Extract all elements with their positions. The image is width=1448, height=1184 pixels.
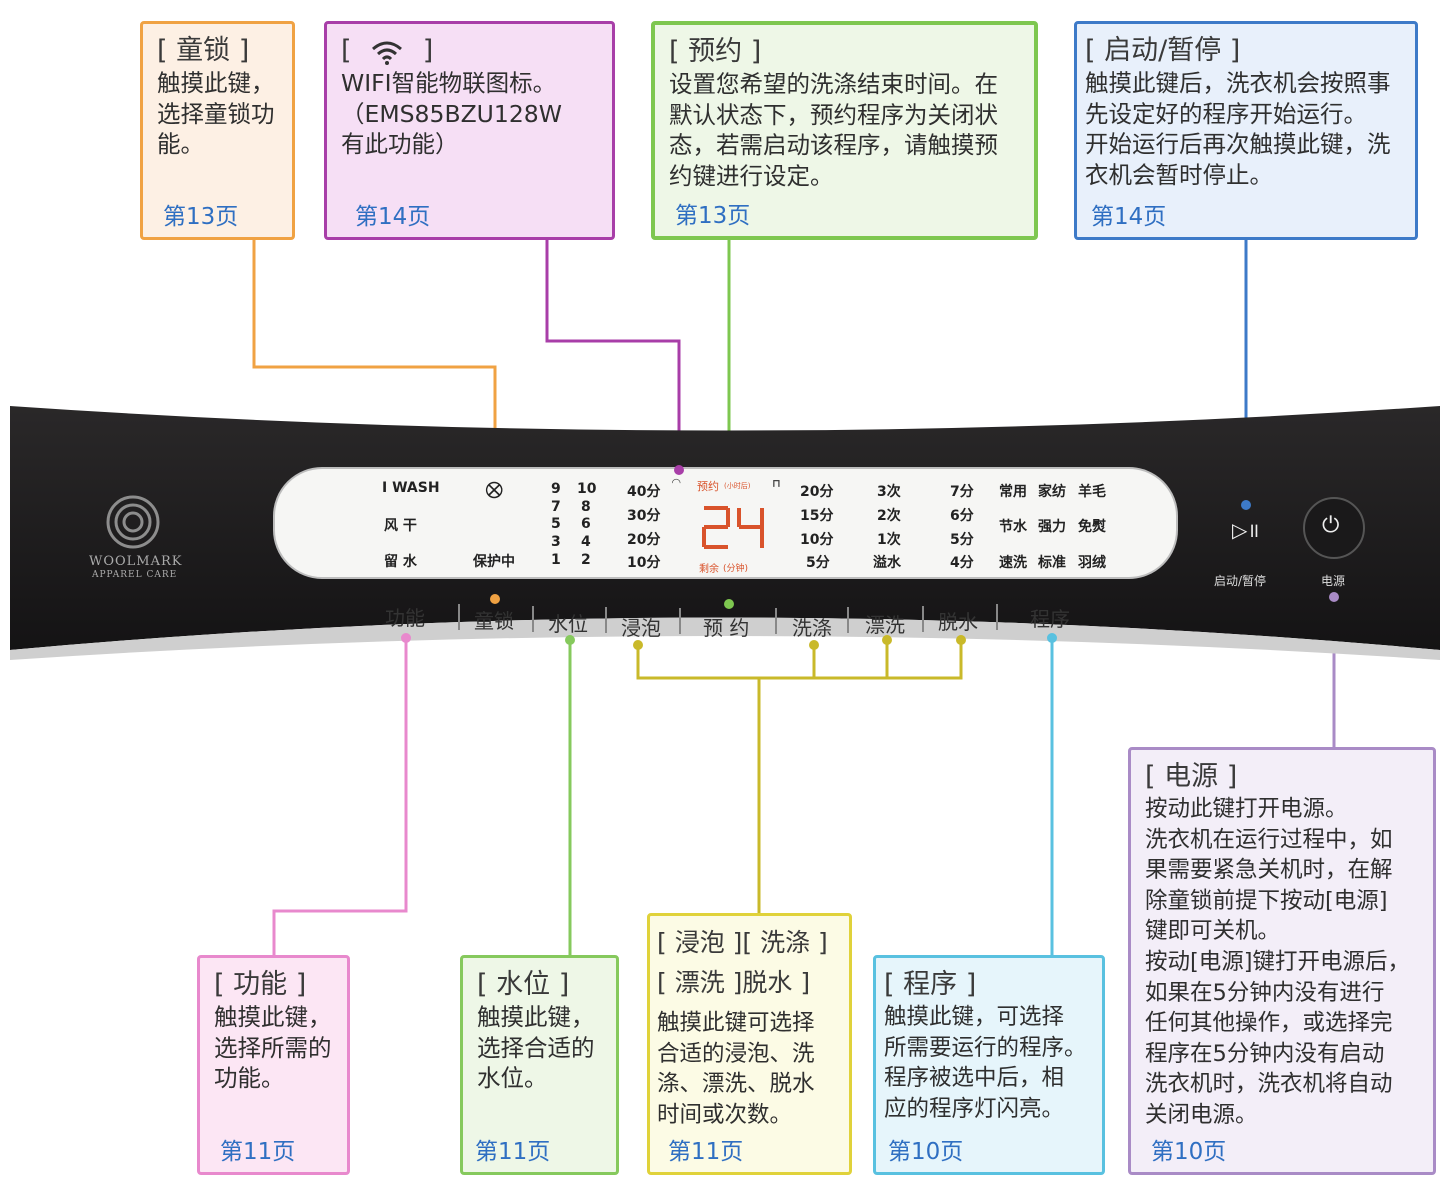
callout-title: [ 程序 ] — [884, 969, 977, 1000]
title-bracket-left: [ — [341, 35, 352, 66]
callout-title-line1: [ 浸泡 ][ 洗涤 ] — [657, 928, 828, 957]
callout-body: 按动此键打开电源。 洗衣机在运行过程中，如 果需要紧急关机时，在解 除童锁前提下… — [1145, 796, 1411, 1128]
function-button[interactable]: 功能 — [385, 606, 425, 630]
callout-body: 触摸此键后，洗衣机会按照事 先设定好的程序开始运行。 开始运行后再次触摸此键，洗… — [1085, 69, 1391, 189]
callout-title: [ ] — [341, 34, 598, 68]
callout-title: [ 水位 ] — [477, 969, 570, 1000]
callout-power: [ 电源 ] 按动此键打开电源。 洗衣机在运行过程中，如 果需要紧急关机时，在解… — [1128, 747, 1436, 1175]
callout-start-pause: [ 启动/暂停 ] 触摸此键后，洗衣机会按照事 先设定好的程序开始运行。 开始运… — [1074, 21, 1418, 240]
callout-page-ref: 第13页 — [163, 204, 239, 230]
callout-page-ref: 第11页 — [668, 1139, 744, 1165]
callout-page-ref: 第11页 — [220, 1139, 296, 1165]
start-pause-icon[interactable]: ▷॥ — [1232, 518, 1260, 542]
spin-button[interactable]: 脱水 — [938, 610, 978, 634]
display-digits — [702, 506, 764, 549]
callout-program: [ 程序 ] 触摸此键，可选择 所需要运行的程序。 程序被选中后，相 应的程序灯… — [873, 955, 1105, 1175]
water-level-button[interactable]: 水位 — [548, 612, 588, 636]
callout-body: 触摸此键可选择 合适的浸泡、洗 涤、漂洗、脱水 时间或次数。 — [657, 1010, 815, 1128]
callout-title: [ 启动/暂停 ] — [1085, 35, 1241, 66]
callout-function: [ 功能 ] 触摸此键， 选择所需的 功能。 第11页 — [197, 955, 350, 1175]
callout-title: [ 电源 ] — [1145, 761, 1238, 792]
callout-body: 触摸此键， 选择所需的 功能。 — [214, 1003, 332, 1092]
callout-reservation: [ 预约 ] 设置您希望的洗涤结束时间。在 默认状态下，预约程序为关闭状 态，若… — [651, 21, 1038, 240]
callout-title: [ 童锁 ] — [157, 35, 250, 66]
woolmark-logo — [106, 495, 160, 549]
callout-body: WIFI智能物联图标。 （EMS85BZU128W 有此功能） — [341, 69, 562, 158]
callout-body: 触摸此键， 选择合适的 水位。 — [477, 1003, 595, 1092]
program-button[interactable]: 程序 — [1030, 607, 1070, 631]
callout-page-ref: 第14页 — [1091, 204, 1167, 230]
callout-body: 触摸此键，可选择 所需要运行的程序。 程序被选中后，相 应的程序灯闪亮。 — [884, 1004, 1087, 1122]
callout-title-line2: [ 漂洗 ]脱水 ] — [657, 968, 811, 997]
callout-wifi: [ ] WIFI智能物联图标。 （EMS85BZU128W 有此功能） 第14页 — [324, 21, 615, 240]
callout-title: [ 功能 ] — [214, 969, 307, 1000]
callout-page-ref: 第13页 — [675, 203, 751, 229]
callout-body: 触摸此键， 选择童锁功 能。 — [157, 69, 275, 158]
child-lock-button[interactable]: 童锁 — [474, 609, 514, 633]
title-bracket-right: ] — [422, 35, 434, 66]
callout-page-ref: 第10页 — [888, 1139, 964, 1165]
callout-title: [ 预约 ] — [669, 36, 762, 67]
callout-page-ref: 第14页 — [355, 204, 431, 230]
callout-child-lock: [ 童锁 ] 触摸此键， 选择童锁功 能。 第13页 — [140, 21, 295, 240]
reservation-button[interactable]: 预 约 — [703, 616, 750, 640]
wash-button[interactable]: 洗涤 — [792, 616, 832, 640]
callout-soak-wash-rinse-spin: [ 浸泡 ][ 洗涤 ] [ 漂洗 ]脱水 ] 触摸此键可选择 合适的浸泡、洗 … — [647, 913, 852, 1175]
soak-button[interactable]: 浸泡 — [621, 616, 661, 640]
power-icon[interactable]: ⏻ — [1322, 513, 1340, 538]
rinse-button[interactable]: 漂洗 — [865, 613, 905, 637]
callout-page-ref: 第11页 — [475, 1139, 551, 1165]
callout-page-ref: 第10页 — [1151, 1139, 1227, 1165]
wifi-icon — [372, 41, 403, 65]
callout-water-level: [ 水位 ] 触摸此键， 选择合适的 水位。 第11页 — [460, 955, 619, 1175]
callout-body: 设置您希望的洗涤结束时间。在 默认状态下，预约程序为关闭状 态，若需启动该程序，… — [669, 70, 998, 190]
